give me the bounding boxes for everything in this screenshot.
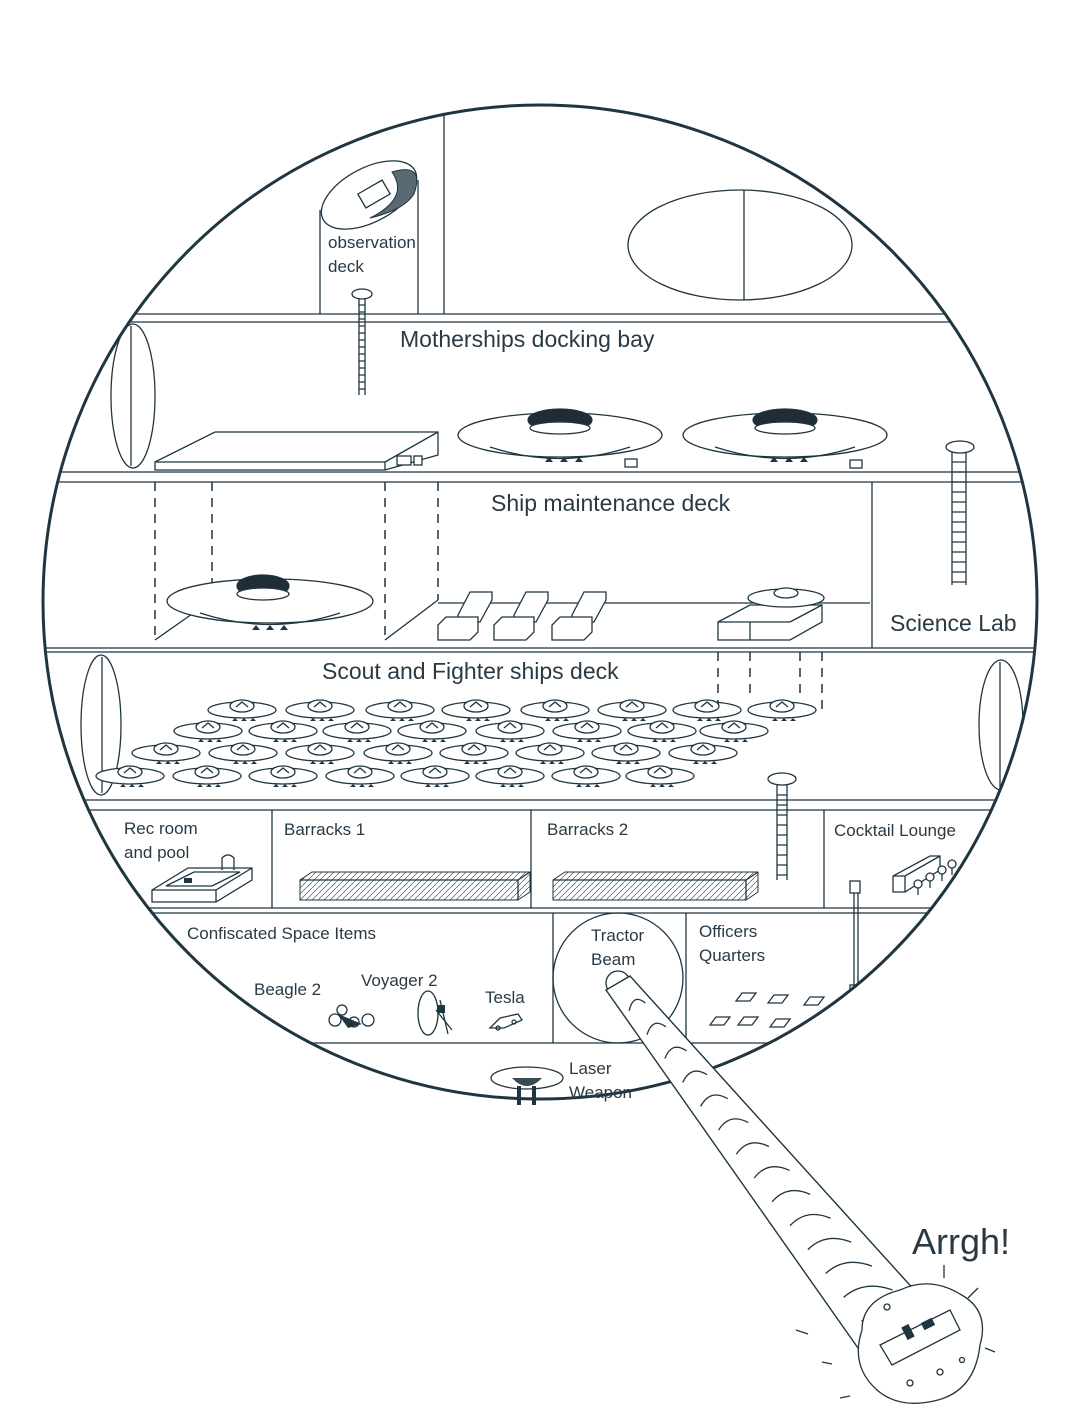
mothership-1 — [457, 408, 663, 468]
scout-ship — [441, 699, 511, 721]
scout-ship — [475, 765, 545, 787]
scout-ship — [747, 699, 817, 721]
label-beagle-2: Beagle 2 — [254, 980, 321, 999]
tesla-roadster — [488, 1013, 523, 1031]
label-officers-line2: Quarters — [699, 946, 765, 965]
label-ship-maintenance-deck: Ship maintenance deck — [491, 490, 731, 516]
supply-crates — [437, 591, 607, 641]
asteroid-shake-marks — [795, 1265, 996, 1399]
cocktail-bar — [892, 855, 957, 895]
scout-ship — [322, 720, 392, 742]
scout-ship — [207, 699, 277, 721]
ladder-barracks — [767, 772, 797, 880]
ladder-science-lab — [945, 440, 975, 585]
label-motherships-docking-bay: Motherships docking bay — [400, 326, 655, 352]
label-tractor-beam-line1: Tractor — [591, 926, 645, 945]
observation-deck-telescope — [319, 160, 419, 314]
label-voyager-2: Voyager 2 — [361, 971, 438, 990]
mothership-2 — [682, 408, 888, 469]
scout-ship — [325, 765, 395, 787]
deck-floors — [44, 313, 1036, 1044]
label-observation-line2: deck — [328, 257, 364, 276]
barracks-2-beds — [552, 871, 759, 901]
scout-ship — [672, 699, 742, 721]
scout-ship — [439, 742, 509, 764]
label-confiscated-items: Confiscated Space Items — [187, 924, 376, 943]
scout-ship — [597, 699, 667, 721]
laser-weapon-turret — [490, 1066, 564, 1105]
voyager-2-probe — [417, 990, 453, 1036]
scout-ship — [397, 720, 467, 742]
label-laser-line1: Laser — [569, 1059, 612, 1078]
scout-ship — [363, 742, 433, 764]
barracks-1-beds — [299, 871, 531, 901]
scout-ship — [248, 765, 318, 787]
scout-ship — [365, 699, 435, 721]
scout-ship — [95, 765, 165, 787]
scout-ship — [208, 742, 278, 764]
label-scout-fighter-deck: Scout and Fighter ships deck — [322, 658, 619, 684]
label-tractor-beam-line2: Beam — [591, 950, 635, 969]
label-rec-room-line1: Rec room — [124, 819, 198, 838]
label-cocktail-lounge: Cocktail Lounge — [834, 821, 956, 840]
mothership-maintenance — [166, 574, 374, 630]
asteroid — [857, 1283, 984, 1404]
label-science-lab: Science Lab — [890, 610, 1017, 636]
label-arrgh: Arrgh! — [912, 1221, 1010, 1262]
scout-fighter-fleet — [95, 699, 817, 787]
scout-ship — [627, 720, 697, 742]
scout-ship — [173, 720, 243, 742]
station-interior — [44, 106, 1036, 1044]
docking-platform — [154, 431, 439, 471]
scout-ship — [400, 765, 470, 787]
scout-ship — [552, 720, 622, 742]
scout-ship — [285, 742, 355, 764]
scout-ship — [248, 720, 318, 742]
scout-ship — [625, 765, 695, 787]
pool — [151, 854, 253, 903]
scout-ship — [699, 720, 769, 742]
label-laser-line2: Weapon — [569, 1083, 632, 1102]
ladder-observation — [351, 288, 373, 395]
scout-ship — [551, 765, 621, 787]
scout-ship — [285, 699, 355, 721]
top-hatch-oval — [627, 189, 853, 301]
scout-ship — [172, 765, 242, 787]
label-rec-room-line2: and pool — [124, 843, 189, 862]
scout-ship — [591, 742, 661, 764]
scout-ship — [668, 742, 738, 764]
scout-ship — [515, 742, 585, 764]
label-officers-line1: Officers — [699, 922, 757, 941]
beagle-2-probe — [328, 1004, 375, 1028]
scout-lift — [717, 587, 825, 720]
scout-ship — [520, 699, 590, 721]
label-barracks-1: Barracks 1 — [284, 820, 365, 839]
label-barracks-2: Barracks 2 — [547, 820, 628, 839]
label-observation-line1: observation — [328, 233, 416, 252]
elevator-pole — [849, 880, 861, 998]
label-tesla: Tesla — [485, 988, 525, 1007]
officers-beds — [708, 992, 826, 1028]
scout-ship — [475, 720, 545, 742]
station-hull — [41, 103, 1039, 1101]
scout-ship — [131, 742, 201, 764]
